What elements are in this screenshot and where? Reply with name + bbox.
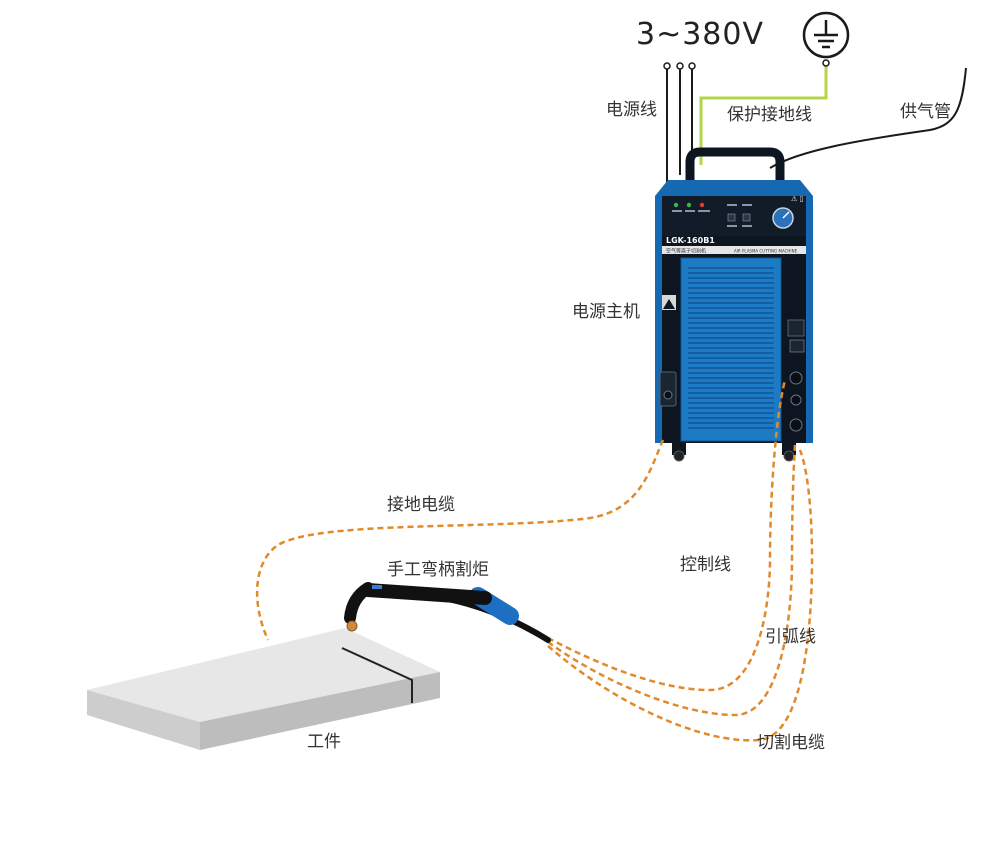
ground-protect-wire	[699, 64, 828, 165]
power-terminals	[663, 62, 696, 70]
torch-label: 手工弯柄割炬	[387, 560, 489, 580]
ground-cable	[255, 439, 665, 641]
ground-cable-label: 接地电缆	[387, 495, 455, 515]
svg-text:⚠ ▯: ⚠ ▯	[791, 195, 803, 203]
cutting-cable	[547, 449, 814, 742]
gas-pipe	[769, 67, 967, 169]
machine-handle	[685, 147, 785, 182]
cutting-torch	[344, 582, 551, 643]
cut-cable-label: 切割电缆	[757, 733, 825, 753]
control-line-label: 控制线	[680, 555, 731, 575]
power-line-label: 电源线	[606, 100, 657, 120]
control-line	[547, 379, 787, 692]
voltage-label: 3~380V	[636, 17, 764, 52]
arc-line	[547, 444, 797, 717]
arc-line-label: 引弧线	[765, 627, 816, 647]
ground-protect-label: 保护接地线	[727, 105, 812, 125]
workpiece	[87, 628, 440, 750]
gas-pipe-label: 供气管	[900, 102, 951, 122]
dashed-cables	[255, 379, 814, 742]
machine-name-en: AIR PLASMA CUTTING MACHINE	[734, 249, 798, 254]
workpiece-label: 工件	[307, 732, 341, 752]
power-supply-unit: ⚠ ▯ LGK-160B1 空气等离子切割机 AIR PLASMA CUTTIN…	[655, 147, 813, 462]
main-unit-label: 电源主机	[572, 302, 640, 322]
ground-symbol-icon	[802, 11, 850, 59]
machine-name-cn: 空气等离子切割机	[666, 248, 706, 255]
machine-model: LGK-160B1	[666, 236, 715, 245]
